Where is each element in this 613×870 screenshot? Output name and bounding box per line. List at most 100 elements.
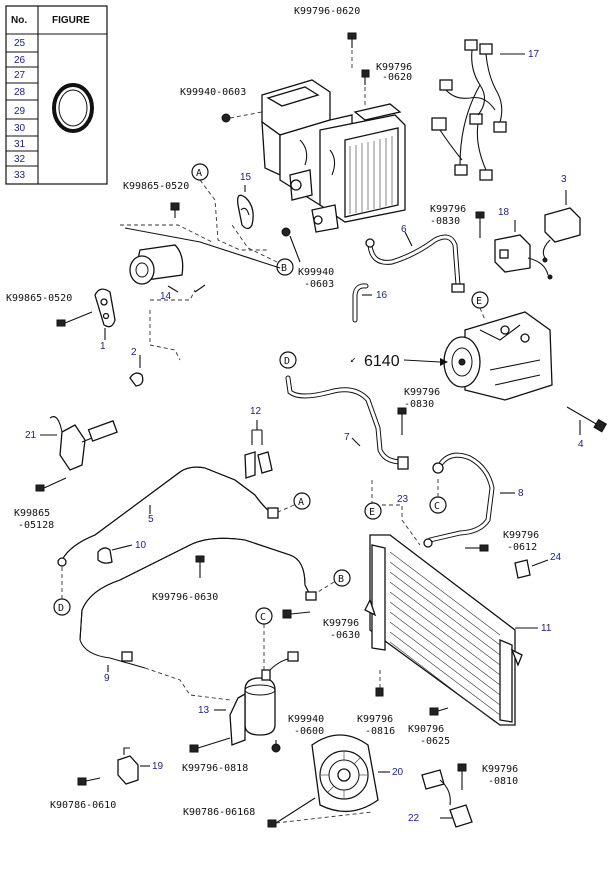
clamp-12: 12 xyxy=(244,406,273,479)
cover-1: 1 xyxy=(94,288,116,352)
ref-c-lower: C xyxy=(260,612,266,623)
bolt-k99796-0816: K99796 -0816 xyxy=(357,670,395,737)
ref-b-upper: B xyxy=(231,224,294,276)
table-row-no: 29 xyxy=(14,106,26,117)
hose-8: 8 C xyxy=(423,452,524,548)
clip-2: 2 xyxy=(129,310,181,387)
label-k99796-0620-top: K99796-0620 xyxy=(294,6,360,17)
table-row-no: 26 xyxy=(14,55,26,66)
part-number-2: 2 xyxy=(131,347,137,358)
bolt-k99796-0810: K99796 -0810 xyxy=(457,763,518,790)
label-0620: -0620 xyxy=(382,72,412,83)
relay-19: 19 xyxy=(117,747,164,785)
ref-b-lower: B xyxy=(338,574,344,585)
bolt-k99865-0520-left: K99865-0520 xyxy=(6,293,93,327)
table-row-no: 27 xyxy=(14,70,26,81)
receiver-drier-13: C 13 xyxy=(198,607,299,746)
label-0625: -0625 xyxy=(420,736,450,747)
label-k99796: K99796 xyxy=(503,530,539,541)
label-k99796: K99796 xyxy=(430,204,466,215)
part-number-22: 22 xyxy=(408,813,420,824)
part-number-11: 11 xyxy=(541,623,552,634)
evaporator-unit xyxy=(261,79,406,233)
svg-text:A: A xyxy=(196,168,202,179)
oring-table: No. FIGURE 25 26 27 28 29 30 31 32 33 xyxy=(5,5,108,185)
label-k90796: K90796 xyxy=(408,724,444,735)
label-0630: -0630 xyxy=(330,630,360,641)
label-k99796: K99796 xyxy=(482,764,518,775)
bolt-k99865-0520-mid: K99865-0520 xyxy=(123,181,189,218)
bolt-k99796-0620: K99796 -0620 xyxy=(361,62,412,105)
sensor-holder-14: 14 xyxy=(120,224,281,302)
bracket-15: 15 xyxy=(237,172,254,230)
bolt-k99796-0830-lower: K99796 -0830 xyxy=(397,387,440,435)
wiring-harness-17: 17 xyxy=(431,39,540,181)
ref-c-upper: C xyxy=(434,501,440,512)
compressor: E ↙ 6140 xyxy=(350,291,553,401)
label-k99940: K99940 xyxy=(288,714,324,725)
clip-10: 10 xyxy=(97,540,147,564)
label-0612: -0612 xyxy=(507,542,537,553)
label-k99796: K99796 xyxy=(323,618,359,629)
bolt-k99865-05128: K99865 -05128 xyxy=(14,477,67,531)
label-k99865-0520-left: K99865-0520 xyxy=(6,293,72,304)
label-k99865-0520-mid: K99865-0520 xyxy=(123,181,189,192)
table-row-no: 25 xyxy=(14,38,26,49)
ref-d-lower: D xyxy=(58,603,64,614)
label-0816: -0816 xyxy=(365,726,395,737)
label-0830: -0830 xyxy=(404,399,434,410)
table-rows: 25 26 27 28 29 30 31 32 33 xyxy=(6,38,38,181)
svg-text:↙: ↙ xyxy=(350,354,356,365)
part-number-21: 21 xyxy=(25,430,37,441)
label-05128: -05128 xyxy=(18,520,54,531)
part-23: 23 xyxy=(371,480,421,546)
label-k99796-0630-mid: K99796-0630 xyxy=(152,592,218,603)
part-number-23: 23 xyxy=(397,494,409,505)
table-row-no: 28 xyxy=(14,87,26,98)
svg-text:B: B xyxy=(281,263,287,274)
bolt-k99796-0630-right: K99796 -0630 xyxy=(282,609,360,641)
switch-21: 21 xyxy=(25,416,118,471)
bolt-k90796-0625: K90796 -0625 xyxy=(408,707,450,747)
pipe-5: 5 A xyxy=(57,466,311,567)
sensor-22: 22 xyxy=(408,769,473,828)
bolt-k99796-0612: K99796 -0612 xyxy=(465,530,539,553)
part-number-8: 8 xyxy=(518,488,524,499)
part-number-20: 20 xyxy=(392,767,404,778)
label-0810: -0810 xyxy=(488,776,518,787)
ref-e-condenser: E xyxy=(369,507,375,518)
label-k99796-0818: K99796-0818 xyxy=(182,763,248,774)
bracket-24: 24 xyxy=(514,552,562,579)
bolt-k99796-0818: K99796-0818 xyxy=(182,737,248,774)
part-number-3: 3 xyxy=(561,174,567,185)
label-k99796: K99796 xyxy=(404,387,440,398)
label-0830: -0830 xyxy=(430,216,460,227)
bolt-4: 4 xyxy=(566,406,608,450)
hose-7: D 7 xyxy=(279,351,409,470)
ref-6140: 6140 xyxy=(364,353,400,370)
oring-figure xyxy=(52,83,94,133)
relay-3: 3 xyxy=(542,174,581,263)
label-k99796: K99796 xyxy=(376,62,412,73)
nut-k99940-0600: K99940 -0600 xyxy=(271,714,324,753)
part-number-24: 24 xyxy=(550,552,562,563)
switch-18: 18 xyxy=(494,207,553,280)
part-number-16: 16 xyxy=(376,290,388,301)
part-number-18: 18 xyxy=(498,207,510,218)
label-k90786-06168: K90786-06168 xyxy=(183,807,255,818)
table-header-figure: FIGURE xyxy=(52,15,90,26)
part-number-19: 19 xyxy=(152,761,164,772)
bolt-k90786-0610: K90786-0610 xyxy=(50,777,116,811)
bolt-k99796-0830-upper: K99796 -0830 xyxy=(430,204,485,238)
label-k90786-0610: K90786-0610 xyxy=(50,800,116,811)
part-number-1: 1 xyxy=(100,341,106,352)
part-number-17: 17 xyxy=(528,49,540,60)
table-row-no: 33 xyxy=(14,170,26,181)
part-number-14: 14 xyxy=(160,291,172,302)
bolt-k99796-0630-mid: K99796-0630 xyxy=(152,555,218,603)
label-0603: -0603 xyxy=(304,279,334,290)
part-number-6: 6 xyxy=(401,224,407,235)
label-k99865: K99865 xyxy=(14,508,50,519)
hose-6: 6 xyxy=(365,224,465,293)
